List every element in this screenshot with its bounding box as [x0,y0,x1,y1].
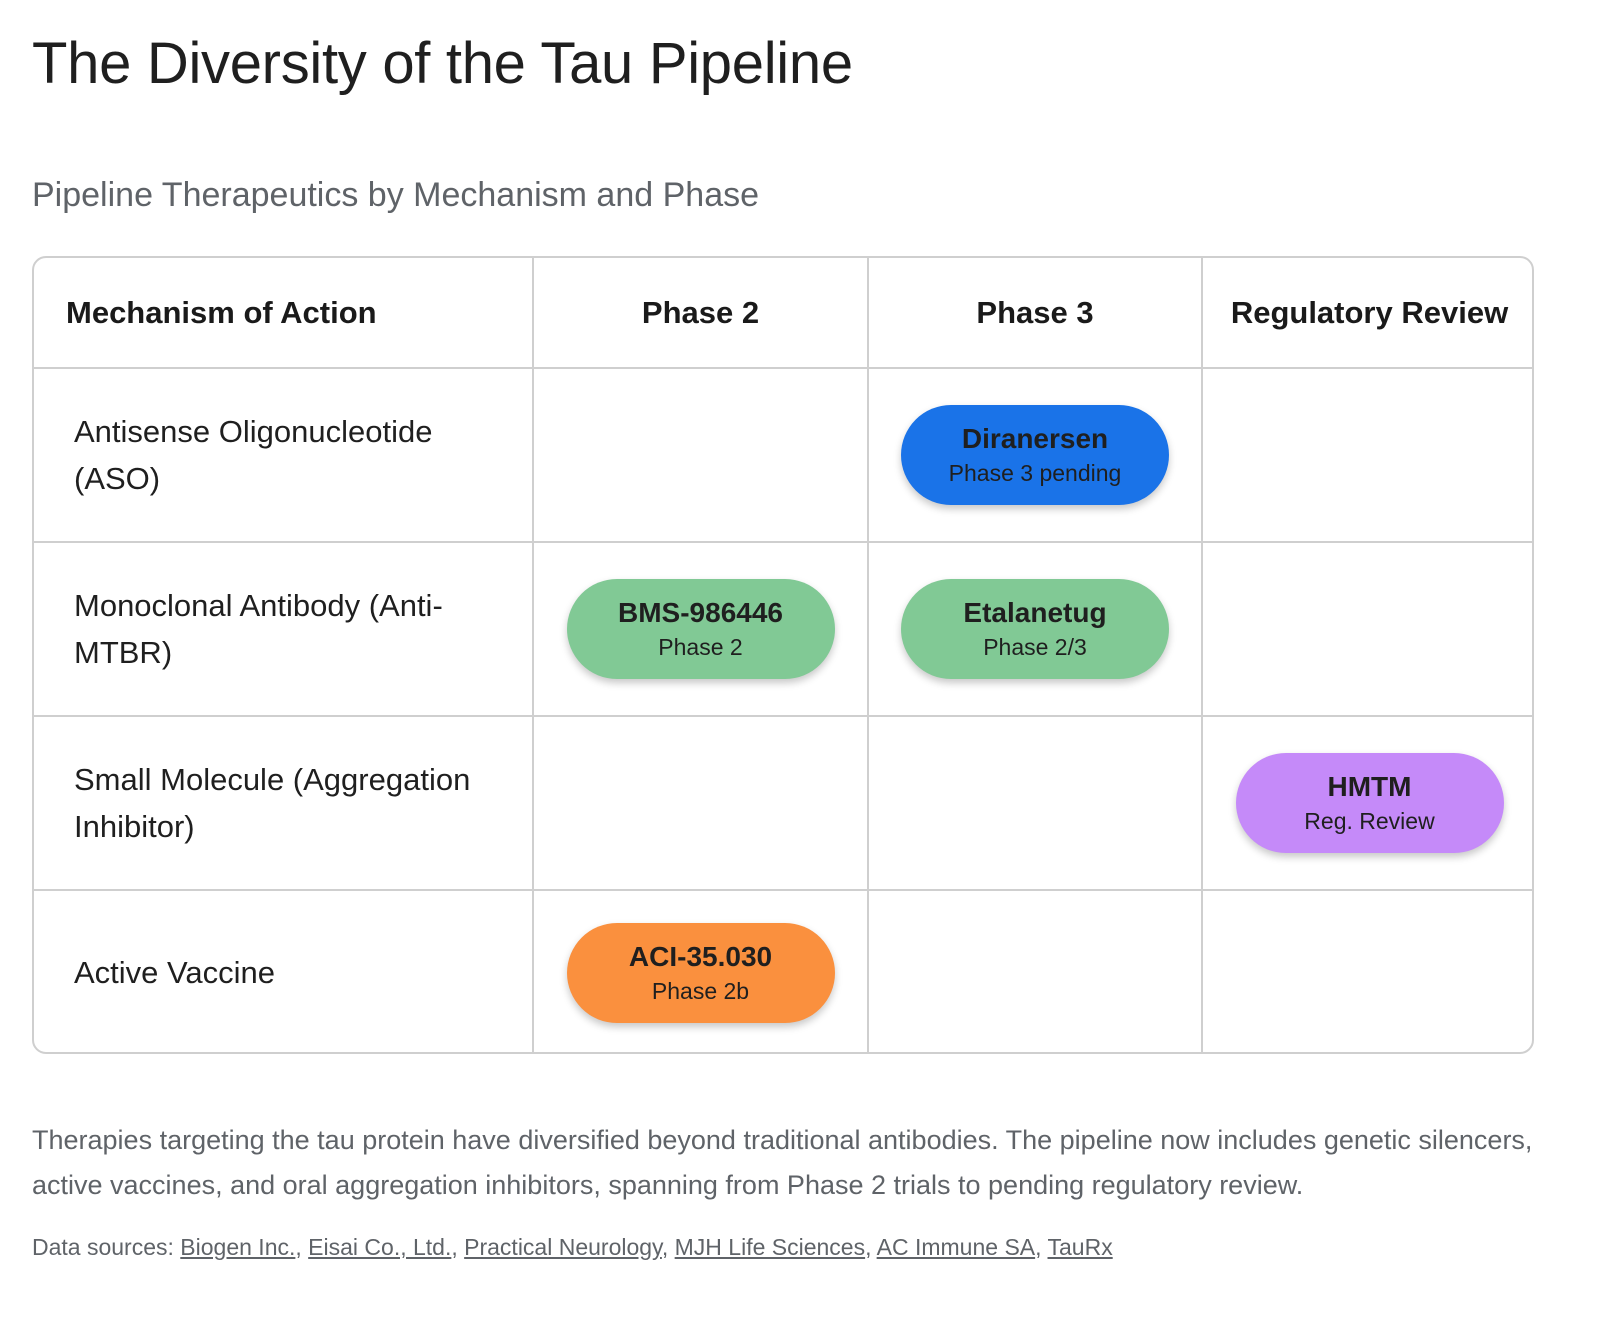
regulatory-review-cell: HMTM Reg. Review [1201,715,1532,891]
therapy-phase: Phase 3 pending [948,460,1122,486]
phase-3-cell [867,889,1203,1052]
pipeline-table-container: Mechanism of Action Phase 2 Phase 3 Regu… [32,256,1534,1054]
source-link-ac-immune[interactable]: AC Immune SA [876,1234,1036,1260]
header-phase-2: Phase 2 [532,258,869,369]
table-row: Monoclonal Antibody (Anti-MTBR) BMS-9864… [34,541,1532,717]
header-regulatory-review: Regulatory Review [1201,258,1532,369]
mechanism-cell: Antisense Oligonucleotide (ASO) [34,367,534,543]
data-sources: Data sources: Biogen Inc., Eisai Co., Lt… [32,1234,1113,1260]
phase-2-cell [532,367,869,543]
description-paragraph: Therapies targeting the tau protein have… [32,1125,1533,1200]
therapy-pill-hmtm: HMTM Reg. Review [1235,753,1504,853]
phase-3-cell: Diranersen Phase 3 pending [867,367,1203,543]
therapy-phase: Reg. Review [1304,808,1435,834]
source-link-mjh-life-sciences[interactable]: MJH Life Sciences [674,1234,866,1260]
table-subtitle: Pipeline Therapeutics by Mechanism and P… [32,176,760,214]
therapy-pill-aci-35-030: ACI-35.030 Phase 2b [566,922,835,1023]
regulatory-review-cell [1201,367,1532,543]
source-link-taurx[interactable]: TauRx [1047,1234,1113,1260]
therapy-name: ACI-35.030 [628,940,773,972]
page-title: The Diversity of the Tau Pipeline [32,31,853,96]
therapy-name: Etalanetug [963,597,1107,628]
phase-3-cell [867,715,1203,891]
mechanism-cell: Monoclonal Antibody (Anti-MTBR) [34,541,534,717]
therapy-phase: Phase 2 [658,634,743,660]
sources-label: Data sources: [32,1234,174,1260]
therapy-pill-etalanetug: Etalanetug Phase 2/3 [901,579,1169,679]
therapy-pill-diranersen: Diranersen Phase 3 pending [901,405,1169,505]
table-row: Antisense Oligonucleotide (ASO) Diraners… [34,367,1532,543]
header-mechanism: Mechanism of Action [34,258,534,369]
therapy-name: HMTM [1327,771,1412,802]
therapy-pill-bms-986446: BMS-986446 Phase 2 [566,579,835,679]
table-header-row: Mechanism of Action Phase 2 Phase 3 Regu… [34,258,1532,369]
regulatory-review-cell [1201,889,1532,1052]
source-link-practical-neurology[interactable]: Practical Neurology [464,1234,662,1260]
phase-2-cell: BMS-986446 Phase 2 [532,541,869,717]
mechanism-cell: Active Vaccine [34,889,534,1052]
table-row: Active Vaccine ACI-35.030 Phase 2b [34,889,1532,1052]
pipeline-table: Mechanism of Action Phase 2 Phase 3 Regu… [34,258,1532,1052]
therapy-name: Diranersen [961,423,1109,454]
table-row: Small Molecule (Aggregation Inhibitor) H… [34,715,1532,891]
therapy-name: BMS-986446 [618,597,783,628]
phase-2-cell [532,715,869,891]
regulatory-review-cell [1201,541,1532,717]
therapy-phase: Phase 2b [651,977,750,1004]
therapy-phase: Phase 2/3 [983,634,1087,660]
header-phase-3: Phase 3 [867,258,1203,369]
mechanism-cell: Small Molecule (Aggregation Inhibitor) [34,715,534,891]
phase-3-cell: Etalanetug Phase 2/3 [867,541,1203,717]
phase-2-cell: ACI-35.030 Phase 2b [532,889,869,1052]
source-link-biogen[interactable]: Biogen Inc. [180,1234,296,1260]
source-link-eisai[interactable]: Eisai Co., Ltd. [308,1234,452,1260]
